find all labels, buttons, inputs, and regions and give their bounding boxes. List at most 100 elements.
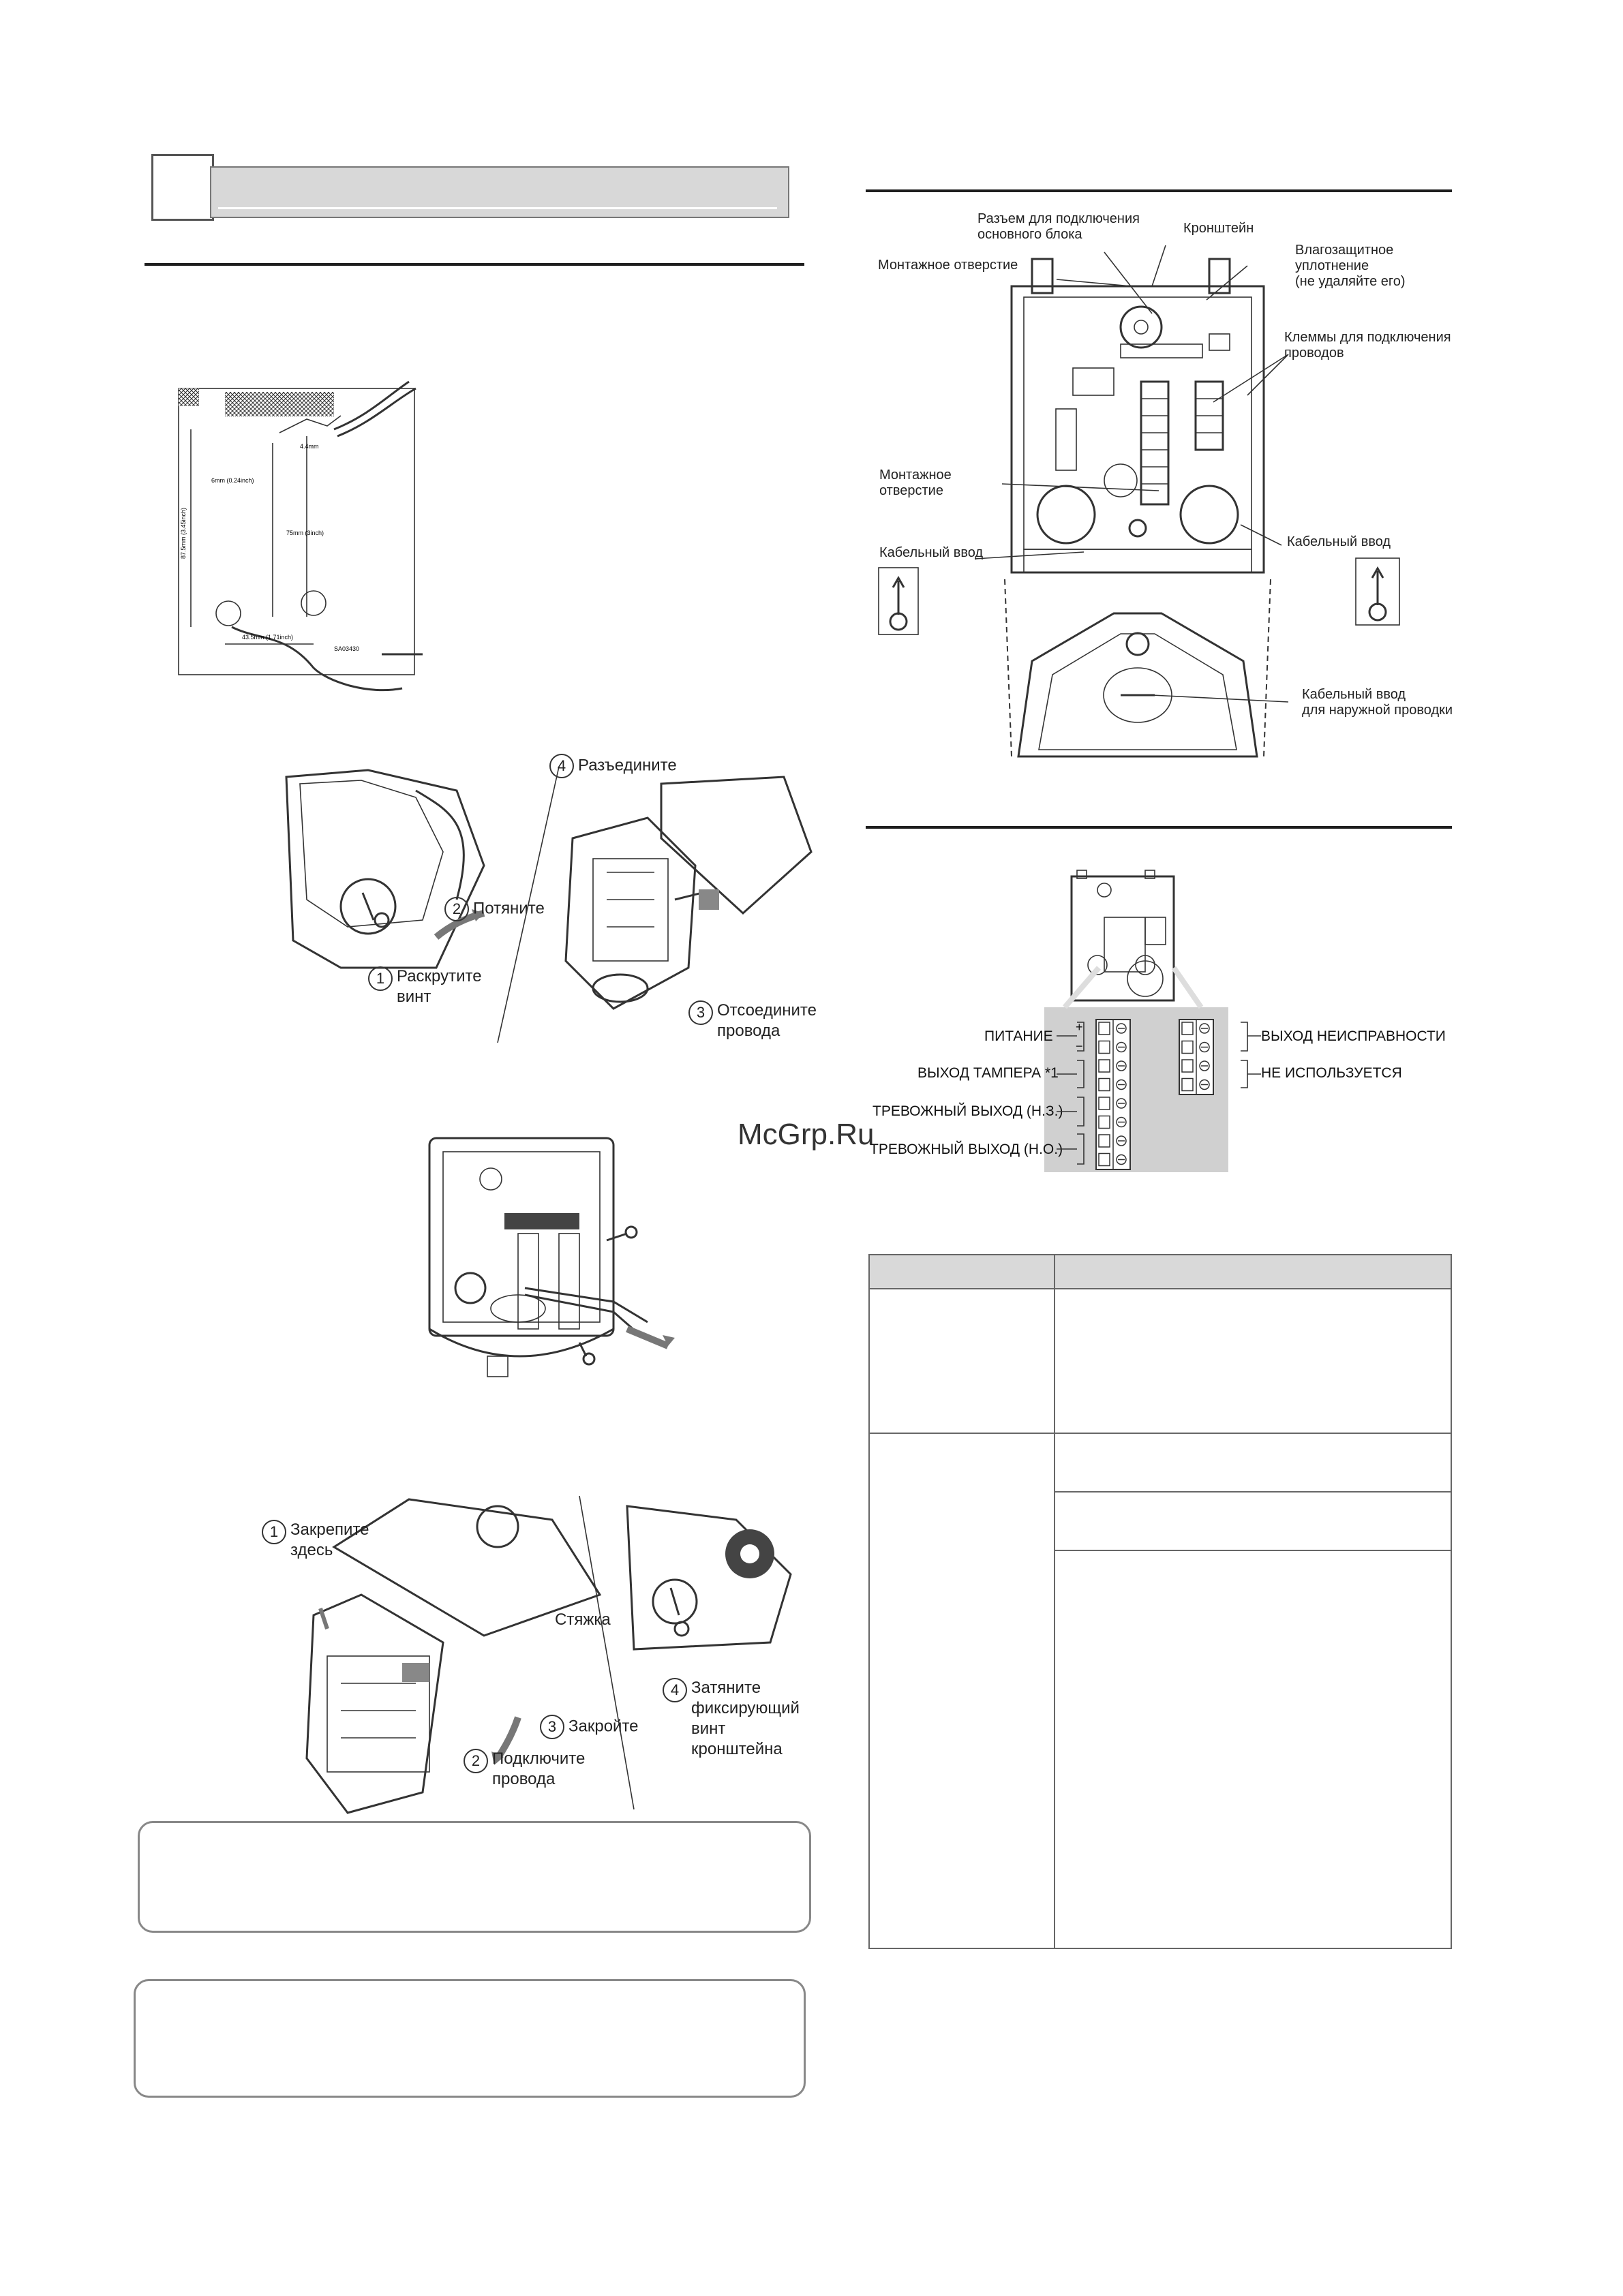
label-cable-entry-outdoor: Кабельный ввод для наружной проводки <box>1302 687 1453 718</box>
step-number-4: 4 <box>549 754 574 778</box>
terminal-slot <box>1181 1059 1194 1073</box>
spec-table-row <box>869 1550 1452 1949</box>
step-number-3: 3 <box>688 1000 713 1025</box>
tie-label: Стяжка <box>555 1610 611 1629</box>
terminal-slot <box>1098 1134 1110 1148</box>
watermark: McGrp.Ru <box>738 1118 875 1151</box>
term-fault: ВЫХОД НЕИСПРАВНОСТИ <box>1261 1028 1446 1044</box>
terminal-slot <box>1098 1152 1110 1167</box>
terminal-screw <box>1116 1116 1127 1128</box>
assembly-divider-line <box>579 1495 635 1810</box>
label-seal: Влагозащитное уплотнение (не удаляйте ег… <box>1295 243 1406 289</box>
terminal-screw <box>1199 1079 1210 1090</box>
mounting-template-drawing: 4.4mm 6mm (0.24inch) 75mm (3inch) 87.5mm… <box>178 380 423 692</box>
subsection-rule-3 <box>866 826 1452 829</box>
spec-cell <box>868 1288 1055 1434</box>
step-close-label: Закройте <box>568 1717 639 1736</box>
term-unused: НЕ ИСПОЛЬЗУЕТСЯ <box>1261 1065 1402 1081</box>
terminal-slot <box>1181 1022 1194 1035</box>
assembly-number-3: 3 <box>540 1715 564 1739</box>
assembly-number-2: 2 <box>464 1749 488 1773</box>
terminal-blocks <box>1095 1019 1214 1170</box>
step-disconnect-label: Разъедините <box>578 756 677 775</box>
template-code: SA03430 <box>334 645 359 652</box>
terminal-slot <box>1181 1040 1194 1054</box>
removal-illustration-right <box>564 776 813 1010</box>
dim-87-5mm: 87.5mm (3.45inch) <box>180 508 187 559</box>
terminal-screw <box>1116 1135 1127 1146</box>
terminal-slot <box>1098 1059 1110 1073</box>
spec-cell <box>1054 1288 1452 1434</box>
subsection-rule-1 <box>145 263 804 266</box>
terminal-device-thumbnail <box>1070 870 1175 1002</box>
section-number-box <box>151 154 214 221</box>
section-title-underline <box>218 207 777 209</box>
spec-table <box>868 1254 1452 1949</box>
bracket-leader-lines <box>974 245 1289 703</box>
terminal-screw <box>1199 1023 1210 1034</box>
assembly-illustration-right <box>626 1505 792 1651</box>
term-alarm-nc: ТРЕВОЖНЫЙ ВЫХОД (Н.З.) <box>873 1103 1063 1119</box>
terminal-zoom-connectors <box>1062 966 1204 1009</box>
label-mount-hole-top: Монтажное отверстие <box>878 258 1018 273</box>
spec-cell <box>1054 1550 1452 1949</box>
assembly-number-1: 1 <box>262 1520 286 1544</box>
terminal-slot <box>1098 1097 1110 1110</box>
step-number-1: 1 <box>368 966 393 991</box>
section-title-bar <box>210 166 789 218</box>
step-unscrew-label: Раскрутите винт <box>397 967 482 1006</box>
step-pull-label: Потяните <box>473 899 545 918</box>
terminal-screw <box>1116 1098 1127 1109</box>
spec-table-row <box>868 1433 1452 1949</box>
terminal-slot <box>1098 1077 1110 1092</box>
step-tighten-label: Затяните фиксирующий винт кронштейна <box>691 1679 800 1758</box>
polarity-minus: − <box>1076 1039 1083 1053</box>
terminal-screw <box>1199 1041 1210 1053</box>
label-bracket: Кронштейн <box>1183 221 1254 236</box>
note-box-2 <box>134 1979 806 2098</box>
label-terminals: Клеммы для подключения проводов <box>1284 330 1451 361</box>
terminal-screw <box>1116 1060 1127 1071</box>
terminal-screw <box>1116 1023 1127 1034</box>
removal-divider-line <box>497 766 560 1043</box>
subsection-rule-2 <box>866 189 1452 192</box>
bracket-diagram <box>1004 258 1271 758</box>
cable-entry-icon-left <box>878 567 919 635</box>
assembly-number-4: 4 <box>663 1678 687 1702</box>
terminal-screw <box>1116 1041 1127 1053</box>
step-number-2: 2 <box>444 897 469 921</box>
terminal-slot <box>1181 1077 1194 1092</box>
polarity-plus: + <box>1076 1020 1083 1034</box>
wiring-illustration <box>428 1137 675 1377</box>
assembly-illustration-left <box>305 1498 602 1814</box>
terminal-screw <box>1116 1154 1127 1165</box>
terminal-screw <box>1199 1060 1210 1071</box>
label-cable-entry-right: Кабельный ввод <box>1287 534 1391 549</box>
terminal-slot <box>1098 1022 1110 1035</box>
terminal-screw <box>1116 1079 1127 1090</box>
spec-header-col-2 <box>1054 1254 1452 1289</box>
spec-cell <box>1054 1491 1452 1551</box>
term-tamper: ВЫХОД ТАМПЕРА *1 <box>917 1065 1059 1081</box>
label-cable-entry-left: Кабельный ввод <box>879 545 984 560</box>
terminal-label-brackets <box>1057 1022 1261 1165</box>
terminal-slot <box>1098 1115 1110 1129</box>
dim-75mm: 75mm (3inch) <box>286 530 324 536</box>
spec-cell <box>1054 1433 1452 1493</box>
label-mount-hole-mid: Монтажное отверстие <box>879 468 952 498</box>
step-fix-here-label: Закрепите здесь <box>290 1520 369 1559</box>
cable-entry-icon-right <box>1355 557 1400 626</box>
spec-cell <box>868 1433 1055 1949</box>
dim-6mm: 6mm (0.24inch) <box>211 477 254 484</box>
dim-43-5mm: 43.5mm (1.71inch) <box>242 634 293 641</box>
term-alarm-no: ТРЕВОЖНЫЙ ВЫХОД (Н.О.) <box>870 1142 1063 1157</box>
spec-table-header-row <box>868 1254 1452 1289</box>
